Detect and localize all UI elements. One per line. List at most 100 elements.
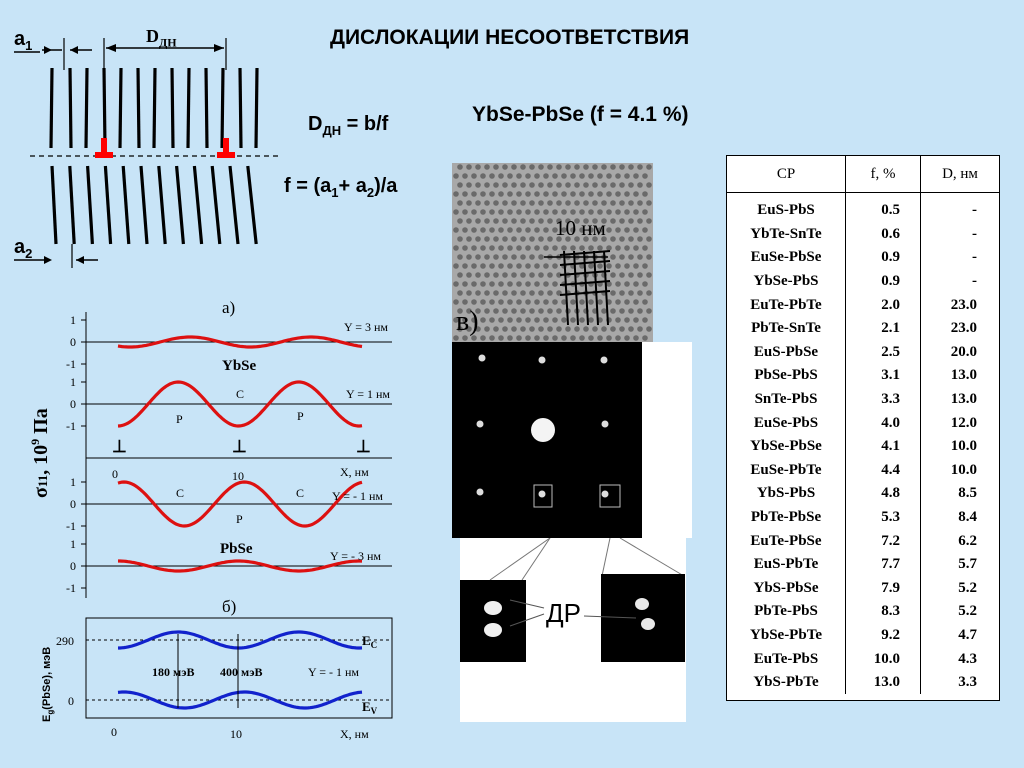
tick-label: -1 xyxy=(66,357,76,371)
moire-dot xyxy=(489,173,495,179)
moire-dot xyxy=(502,290,508,296)
moire-dot xyxy=(520,236,526,242)
table-cell: EuTe-PbTe xyxy=(727,293,846,317)
moire-dot xyxy=(480,209,486,215)
moire-dot xyxy=(561,245,567,251)
moire-dot xyxy=(606,335,612,341)
diffraction-spot xyxy=(600,356,608,364)
moire-dot xyxy=(520,200,526,206)
moire-dot xyxy=(529,272,535,278)
moire-dot xyxy=(498,191,504,197)
moire-dot xyxy=(642,263,648,269)
grid-line xyxy=(559,280,611,286)
moire-dot xyxy=(570,191,576,197)
moire-dot xyxy=(516,245,522,251)
moire-dot xyxy=(502,272,508,278)
moire-dot xyxy=(511,272,517,278)
moire-dot xyxy=(574,164,580,170)
moire-dot xyxy=(525,299,531,305)
moire-dot xyxy=(525,209,531,215)
moire-dot xyxy=(633,281,639,287)
lattice-plane xyxy=(118,67,123,149)
moire-dot xyxy=(601,200,607,206)
table-cell: 3.3 xyxy=(845,387,921,412)
table-cell: 0.6 xyxy=(845,222,921,247)
moire-dot xyxy=(475,164,481,170)
moire-dot xyxy=(475,254,481,260)
table-cell: 23.0 xyxy=(950,320,977,337)
moire-dot xyxy=(453,317,459,323)
moire-dot xyxy=(471,173,477,179)
moire-dot xyxy=(637,326,643,332)
moire-dot xyxy=(552,209,558,215)
table-cell: EuTe-PbSe xyxy=(727,529,846,553)
moire-dot xyxy=(538,164,544,170)
moire-dot xyxy=(642,191,648,197)
moire-dot xyxy=(511,290,517,296)
moire-dot xyxy=(520,218,526,224)
moire-dot xyxy=(520,326,526,332)
table-cell: SnTe-PbS xyxy=(727,387,846,412)
moire-dot xyxy=(579,299,585,305)
stress-band-plots: а)10-110-110-110-1Y = 3 нмY = 1 нмY = - … xyxy=(28,298,393,741)
table-cell: 5.3 xyxy=(845,505,921,530)
moire-dot xyxy=(592,218,598,224)
moire-dot xyxy=(610,308,616,314)
moire-dot xyxy=(615,173,621,179)
moire-dot xyxy=(628,200,634,206)
moire-dot xyxy=(466,236,472,242)
moire-dot xyxy=(516,173,522,179)
moire-dot xyxy=(475,182,481,188)
moire-dot xyxy=(498,245,504,251)
moire-dot xyxy=(538,236,544,242)
scale-label: 10 нм xyxy=(555,216,606,240)
moire-dot xyxy=(619,164,625,170)
moire-dot xyxy=(457,308,463,314)
spot xyxy=(641,618,655,630)
table-cell: 10.0 xyxy=(950,461,977,478)
moire-dot xyxy=(610,236,616,242)
moire-dot xyxy=(489,227,495,233)
moire-dot xyxy=(493,218,499,224)
moire-dot xyxy=(466,164,472,170)
moire-dot xyxy=(637,308,643,314)
moire-dot xyxy=(565,326,571,332)
moire-dot xyxy=(489,263,495,269)
moire-dot xyxy=(534,317,540,323)
moire-dot xyxy=(628,236,634,242)
moire-dot xyxy=(633,173,639,179)
moire-dot xyxy=(606,227,612,233)
spot xyxy=(484,623,502,637)
table-cell: YbS-PbS xyxy=(727,482,846,506)
lattice-plane xyxy=(210,165,222,245)
moire-dot xyxy=(475,200,481,206)
moire-dot xyxy=(592,326,598,332)
central-spot xyxy=(531,418,555,442)
lattice-plane xyxy=(68,165,76,245)
moire-dot xyxy=(507,191,513,197)
moire-dot xyxy=(642,227,648,233)
dislocation-mark xyxy=(101,138,107,154)
moire-dot xyxy=(561,335,567,341)
moire-dot xyxy=(552,263,558,269)
x-tick-label: 0 xyxy=(112,467,118,481)
moire-dot xyxy=(493,236,499,242)
dislocation-mark xyxy=(95,152,113,158)
moire-dot xyxy=(588,335,594,341)
lattice-plane xyxy=(50,165,58,245)
system-subtitle: YbSe-PbSe (f = 4.1 %) xyxy=(472,103,689,126)
moire-dot xyxy=(583,200,589,206)
moire-dot xyxy=(547,236,553,242)
moire-dot xyxy=(597,209,603,215)
moire-dot xyxy=(646,164,652,170)
y-note: Y = - 1 нм xyxy=(308,665,359,679)
moire-dot xyxy=(646,326,652,332)
moire-dot xyxy=(489,191,495,197)
moire-dot xyxy=(507,245,513,251)
ev-label: EV xyxy=(362,699,378,716)
lattice-plane xyxy=(86,165,94,245)
moire-dot xyxy=(592,236,598,242)
moire-dot xyxy=(624,281,630,287)
moire-dot xyxy=(484,164,490,170)
